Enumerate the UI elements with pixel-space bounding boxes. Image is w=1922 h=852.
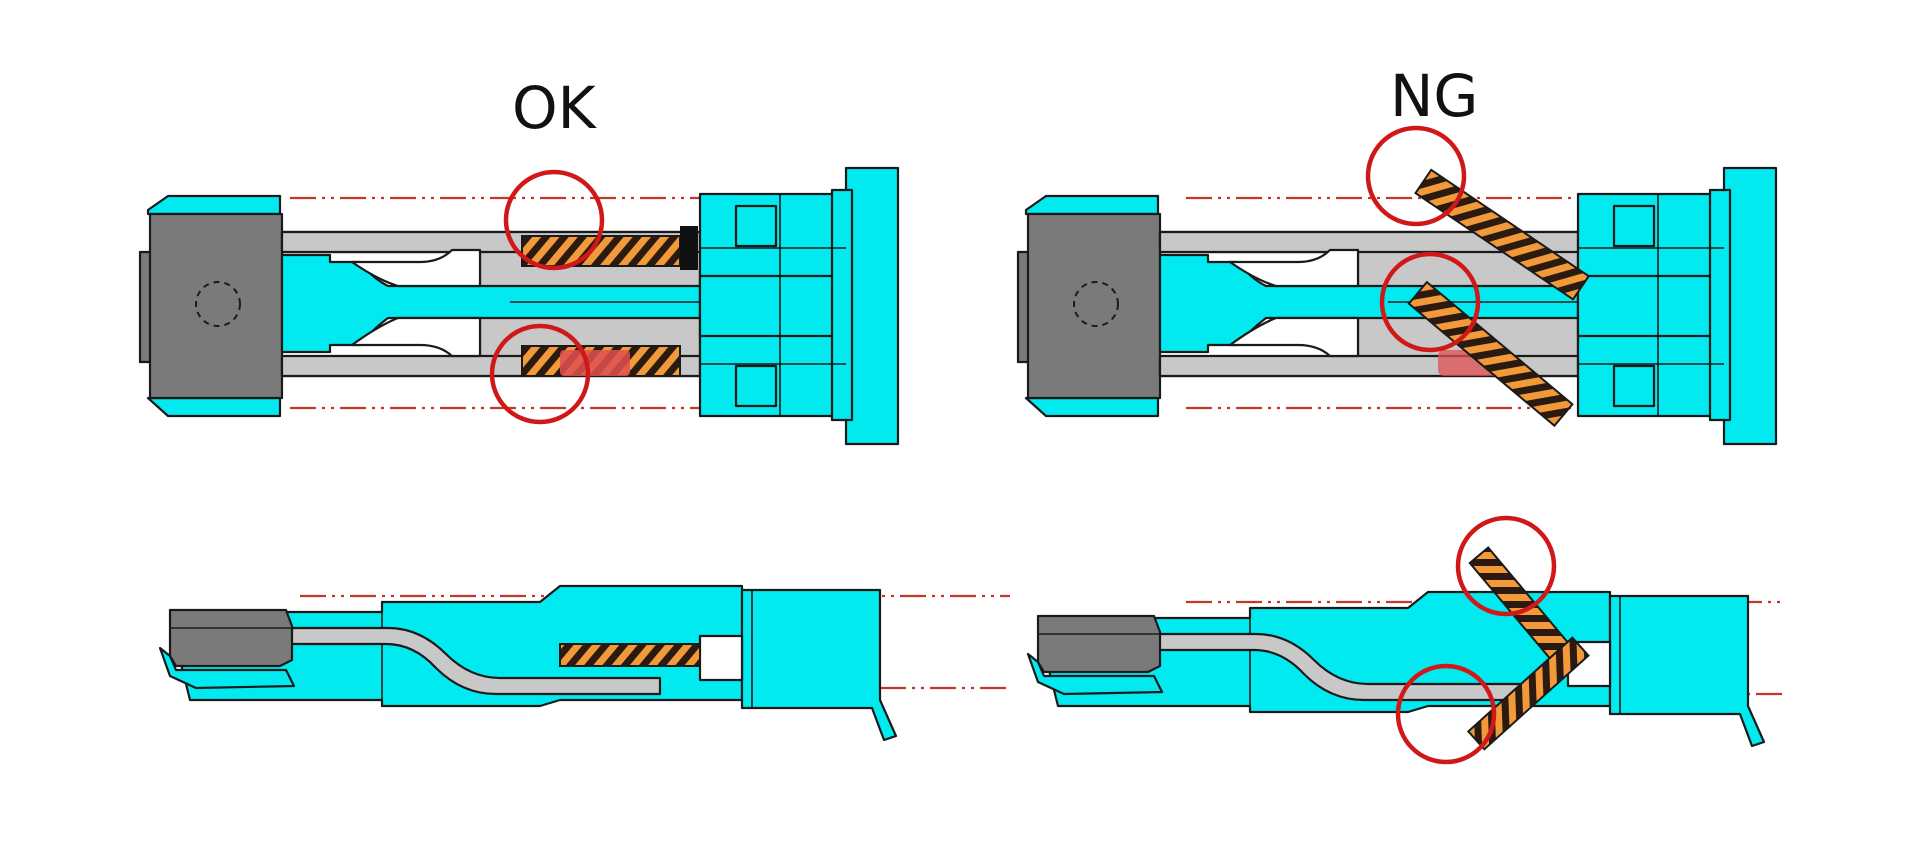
ng-label: NG <box>1390 62 1478 130</box>
panel-side-ng <box>1026 515 1786 765</box>
connector-top-view <box>1016 166 1778 446</box>
connector-top-view <box>138 166 900 446</box>
spring-lower-tilted <box>1407 280 1574 428</box>
connector-side-view <box>1026 590 1766 748</box>
highlight-pad <box>560 350 630 376</box>
marker-circle-lower <box>1379 251 1481 353</box>
marker-circle-lower <box>489 323 591 425</box>
panel-side-ok <box>158 584 1010 742</box>
spring-upper-straight <box>521 235 681 267</box>
panel-top-ok <box>138 166 900 446</box>
connector-side-view <box>158 584 898 742</box>
spring-tilted-lower <box>1466 636 1590 751</box>
spring-straight <box>559 643 701 667</box>
marker-circle-upper <box>1455 515 1557 617</box>
spring-upper-tilted <box>1414 168 1591 301</box>
marker-circle-upper <box>503 169 605 271</box>
panel-top-ng <box>1016 125 1778 446</box>
ok-label: OK <box>512 74 598 142</box>
marker-circle-upper <box>1365 125 1467 227</box>
marker-circle-lower <box>1395 663 1497 765</box>
spring-stopper <box>680 226 698 270</box>
